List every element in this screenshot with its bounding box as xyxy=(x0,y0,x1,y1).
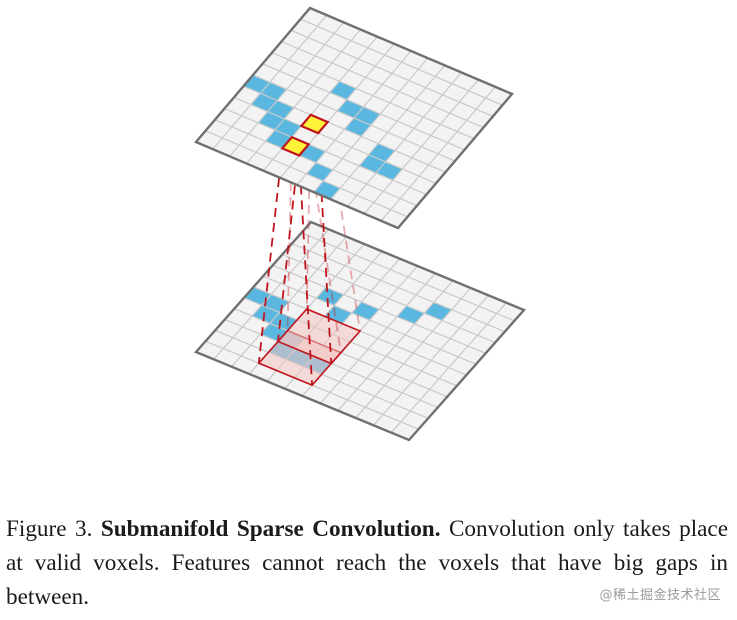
input-voxel-grid xyxy=(193,220,527,442)
caption-title: Submanifold Sparse Convolution. xyxy=(100,516,441,542)
output-voxel xyxy=(280,135,311,157)
watermark-text: @稀土掘金技术社区 xyxy=(599,588,721,603)
projection-line xyxy=(298,155,313,386)
caption-body: Convolution only takes place at valid vo… xyxy=(6,516,729,610)
figure-caption: Figure 3. Submanifold Sparse Convolution… xyxy=(6,512,728,614)
caption-label: Figure 3. xyxy=(6,516,93,542)
output-voxel-highlights xyxy=(280,113,330,157)
grid-line xyxy=(380,86,496,222)
kernel-footprint xyxy=(276,308,362,365)
output-voxel-grid xyxy=(194,6,514,230)
output-voxel xyxy=(299,113,330,135)
output-grid-border xyxy=(194,6,514,230)
projection-line xyxy=(257,148,284,364)
grid-line xyxy=(373,294,489,426)
sparse-conv-diagram xyxy=(193,6,527,442)
grid-line xyxy=(363,79,479,215)
grid-line xyxy=(301,232,515,322)
grid-line xyxy=(390,302,507,434)
input-grid-border xyxy=(193,220,527,442)
grid-line xyxy=(300,18,503,106)
